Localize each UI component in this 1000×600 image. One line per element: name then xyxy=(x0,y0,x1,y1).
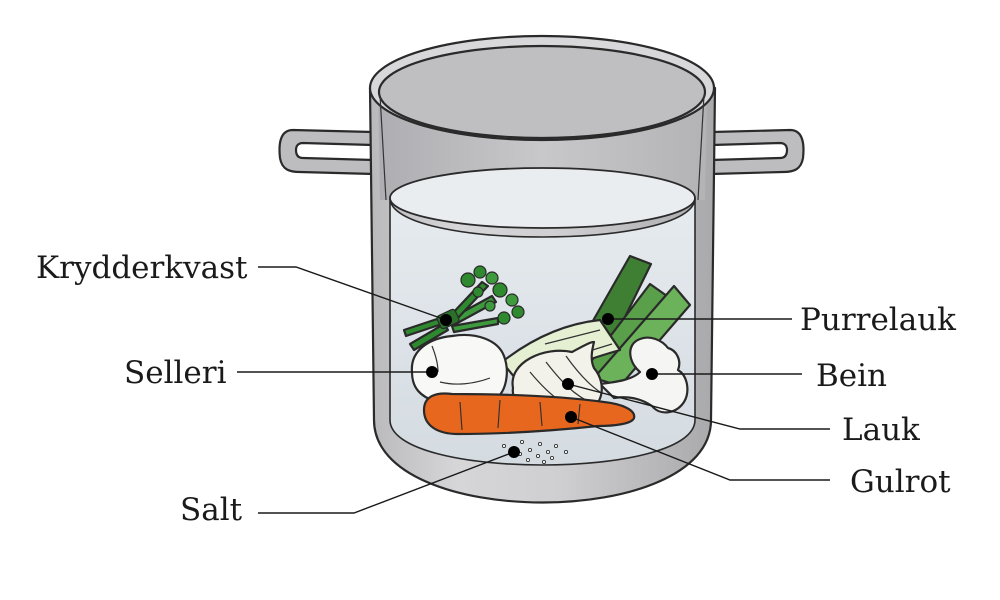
right-handle xyxy=(711,130,803,174)
label-purrelauk: Purrelauk xyxy=(800,302,956,338)
dot-krydderkvast xyxy=(440,314,452,326)
dot-gulrot xyxy=(565,411,577,423)
dot-lauk xyxy=(562,378,574,390)
label-krydderkvast: Krydderkvast xyxy=(36,250,248,286)
dot-salt xyxy=(508,446,520,458)
pot-rim-inner xyxy=(379,46,705,138)
water-surface xyxy=(390,168,695,228)
label-lauk: Lauk xyxy=(842,412,920,448)
label-selleri: Selleri xyxy=(124,355,227,391)
label-bein: Bein xyxy=(816,358,887,394)
left-handle xyxy=(280,130,374,174)
dot-purrelauk xyxy=(602,313,614,325)
dot-bein xyxy=(646,368,658,380)
label-salt: Salt xyxy=(180,492,243,528)
label-gulrot: Gulrot xyxy=(850,464,951,500)
dot-selleri xyxy=(426,366,438,378)
